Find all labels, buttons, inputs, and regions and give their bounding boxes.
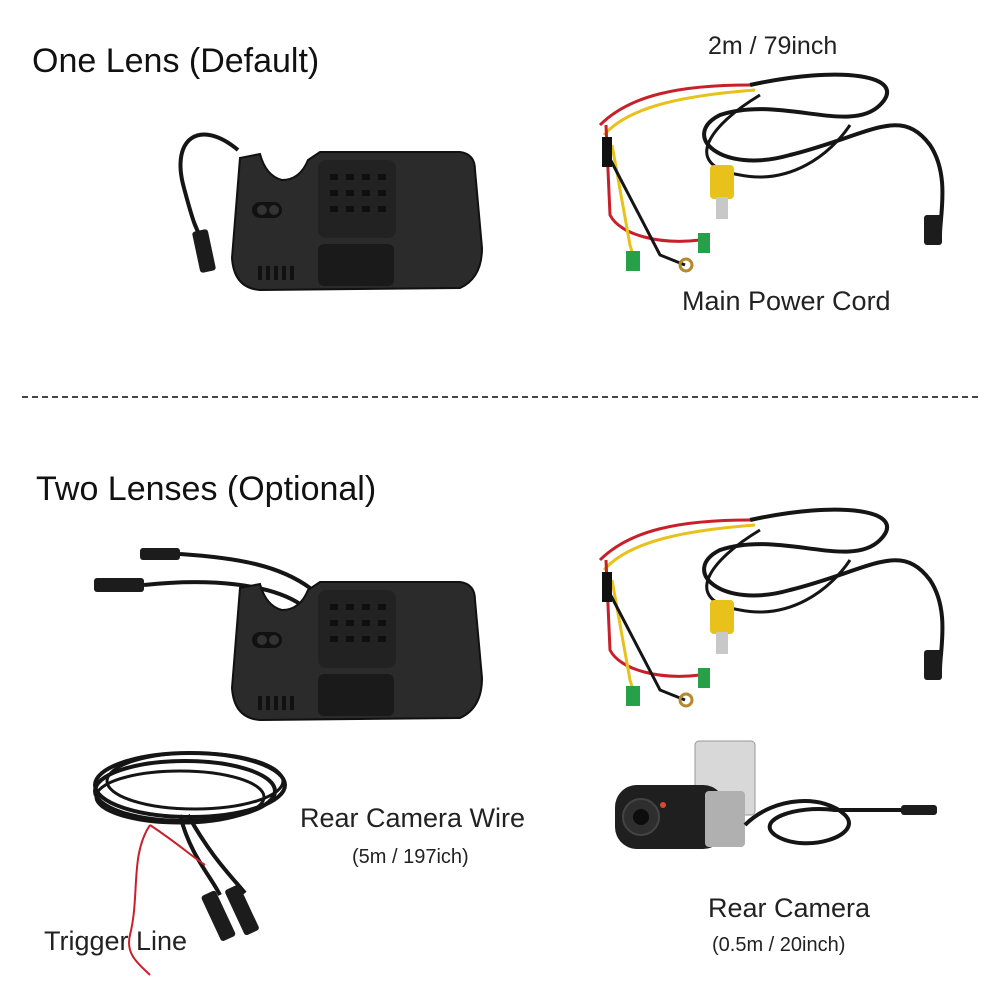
section-title-one-lens: One Lens (Default)	[32, 42, 320, 80]
rear-camera-label: Rear Camera	[708, 893, 871, 923]
section-divider	[22, 396, 978, 398]
rear-camera-image	[615, 740, 937, 849]
rear-camera-wire-length: (5m / 197ich)	[352, 846, 469, 868]
rear-camera-wire-image	[93, 751, 287, 976]
dash-camera-two-lenses-image	[94, 548, 484, 722]
section-title-two-lenses: Two Lenses (Optional)	[36, 470, 377, 508]
main-power-cord-image	[598, 72, 945, 273]
rear-camera-length: (0.5m / 20inch)	[712, 934, 846, 956]
main-power-cord-label: Main Power Cord	[682, 286, 891, 316]
main-power-cord-image-2	[598, 507, 945, 708]
trigger-line-label: Trigger Line	[44, 926, 188, 956]
cable-length-label: 2m / 79inch	[708, 32, 838, 60]
dash-camera-one-lens-image	[178, 132, 484, 292]
rear-camera-wire-label: Rear Camera Wire	[300, 803, 526, 833]
